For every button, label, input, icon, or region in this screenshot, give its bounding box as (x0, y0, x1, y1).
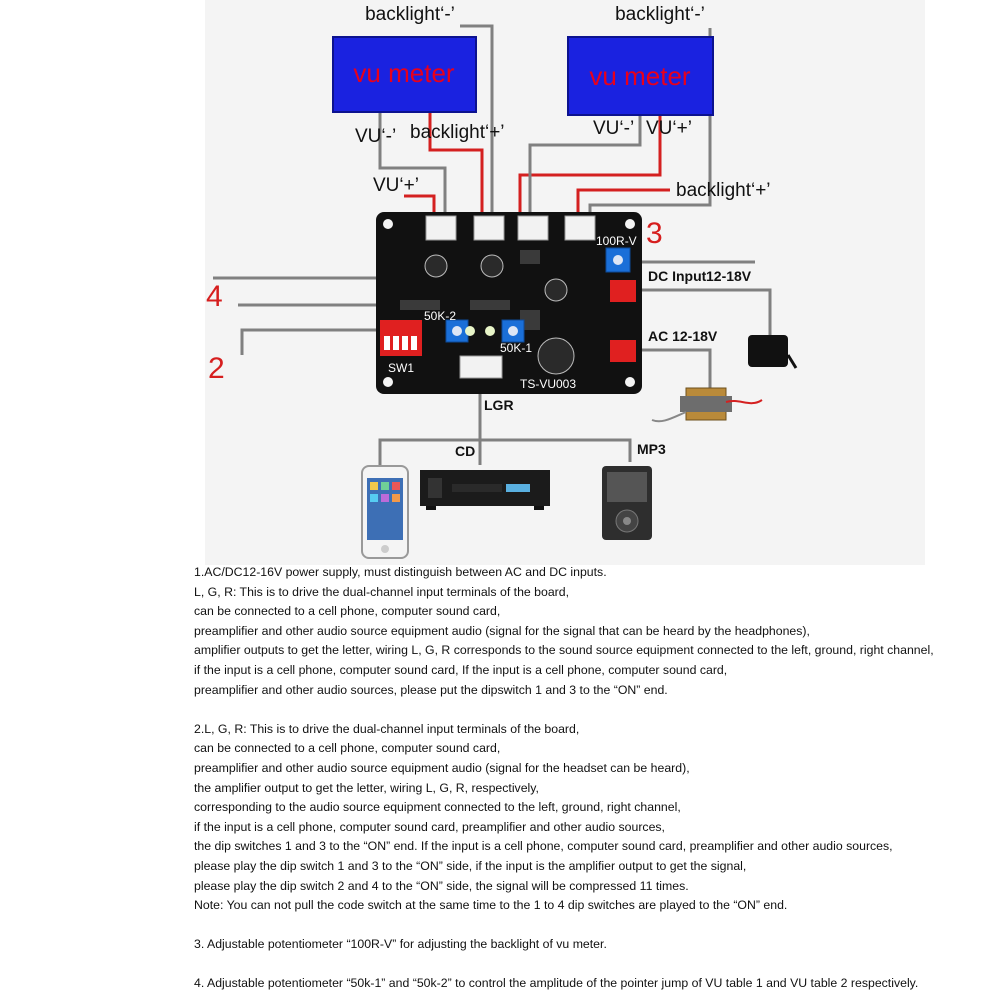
note-line: if the input is a cell phone, computer s… (194, 819, 665, 834)
note-line: 2.L, G, R: This is to drive the dual-cha… (194, 721, 580, 736)
note-line: 1.AC/DC12-16V power supply, must disting… (194, 565, 607, 579)
connector-backlight-right (564, 215, 596, 241)
note-line: preamplifier and other audio sources, pl… (194, 682, 668, 697)
note-line: if the input is a cell phone, computer s… (194, 662, 728, 677)
label-vu-minus-right: VU‘-’ (593, 118, 634, 139)
transformer-icon (651, 387, 763, 423)
note-line: please play the dip switch 2 and 4 to th… (194, 878, 689, 893)
note-spacer (194, 955, 984, 975)
wire-vu-minus-left (378, 112, 447, 220)
label-cd: CD (455, 443, 475, 459)
pot-50k-1 (501, 319, 525, 343)
note-line: the amplifier output to get the letter, … (194, 780, 539, 795)
pot-100r-v (605, 247, 631, 273)
wire-vu-minus-right (528, 115, 642, 218)
dip-switch-sw1 (380, 320, 422, 356)
board-pot2-label: 50K-2 (424, 309, 456, 323)
pcb-board: TS-VU003 50K-2 50K-1 SW1 100R-V (376, 212, 642, 394)
board-pot1-label: 50K-1 (500, 341, 532, 355)
note-line: can be connected to a cell phone, comput… (194, 741, 501, 756)
note-spacer (194, 700, 984, 720)
label-backlight-minus-left: backlight‘-’ (365, 4, 455, 25)
board-model: TS-VU003 (520, 377, 576, 391)
wire-callout-2 (240, 328, 390, 355)
label-dc-input: DC Input (648, 268, 707, 284)
note-line: amplifier outputs to get the letter, wir… (194, 643, 934, 658)
vu-meter-right-label: vu meter (589, 61, 690, 91)
phone-icon (361, 465, 409, 559)
connector-vu-left (425, 215, 457, 241)
callout-4: 4 (206, 280, 223, 313)
pot-50k-2 (445, 319, 469, 343)
label-mp3: MP3 (637, 441, 666, 457)
instruction-notes: 1.AC/DC12-16V power supply, must disting… (194, 563, 984, 994)
callout-2: 2 (208, 352, 225, 385)
wire-backlight-minus-right (588, 28, 712, 218)
label-lgr: LGR (484, 397, 514, 413)
cd-player-icon (420, 470, 550, 510)
label-dc-voltage: 12-18V (706, 268, 752, 284)
vu-meter-right: vu meter (567, 36, 714, 116)
note-line: can be connected to a cell phone, comput… (194, 604, 501, 619)
note-line: L, G, R: This is to drive the dual-chann… (194, 584, 570, 599)
note-line: Note: You can not pull the code switch a… (194, 898, 788, 913)
connector-backlight-left (473, 215, 505, 241)
board-pot-backlight-label: 100R-V (596, 234, 637, 248)
connector-ac (610, 340, 636, 362)
wiring-diagram: vu meter vu meter backlight‘-’ backlight… (205, 0, 925, 565)
note-line: please play the dip switch 1 and 3 to th… (194, 858, 747, 873)
vu-meter-left: vu meter (332, 36, 477, 113)
wire-backlight-plus-right (576, 188, 670, 218)
note-line: preamplifier and other audio source equi… (194, 760, 690, 775)
label-vu-minus-left: VU‘-’ (355, 126, 396, 147)
connector-dc (610, 280, 636, 302)
wire-ac (640, 348, 712, 390)
label-backlight-plus-left: backlight‘+’ (410, 122, 505, 143)
mp3-player-icon (602, 466, 652, 540)
label-backlight-minus-right: backlight‘-’ (615, 4, 705, 25)
wire-backlight-plus-left (428, 112, 484, 220)
wire-dc (640, 288, 772, 340)
wire-backlight-minus-left (460, 24, 494, 220)
connector-lgr (459, 355, 503, 379)
note-line: 3. Adjustable potentiometer “100R-V” for… (194, 937, 607, 952)
note-spacer (194, 916, 984, 936)
callout-3: 3 (646, 217, 663, 250)
note-line: corresponding to the audio source equipm… (194, 800, 681, 815)
label-backlight-plus-right: backlight‘+’ (676, 180, 771, 201)
note-line: the dip switches 1 and 3 to the “ON” end… (194, 839, 893, 854)
note-line: 4. Adjustable potentiometer “50k-1” and … (194, 976, 919, 991)
board-switch-label: SW1 (388, 361, 414, 375)
label-vu-plus-left: VU‘+’ (373, 175, 419, 196)
wire-vu-plus-right (518, 115, 662, 218)
note-line: preamplifier and other audio source equi… (194, 623, 810, 638)
label-vu-plus-right: VU‘+’ (646, 118, 692, 139)
wire-lgr-bus (378, 438, 632, 465)
connector-vu-right (517, 215, 549, 241)
label-ac-input: AC 12-18V (648, 328, 718, 344)
vu-meter-left-label: vu meter (353, 58, 454, 88)
dc-adapter-icon (748, 335, 798, 369)
